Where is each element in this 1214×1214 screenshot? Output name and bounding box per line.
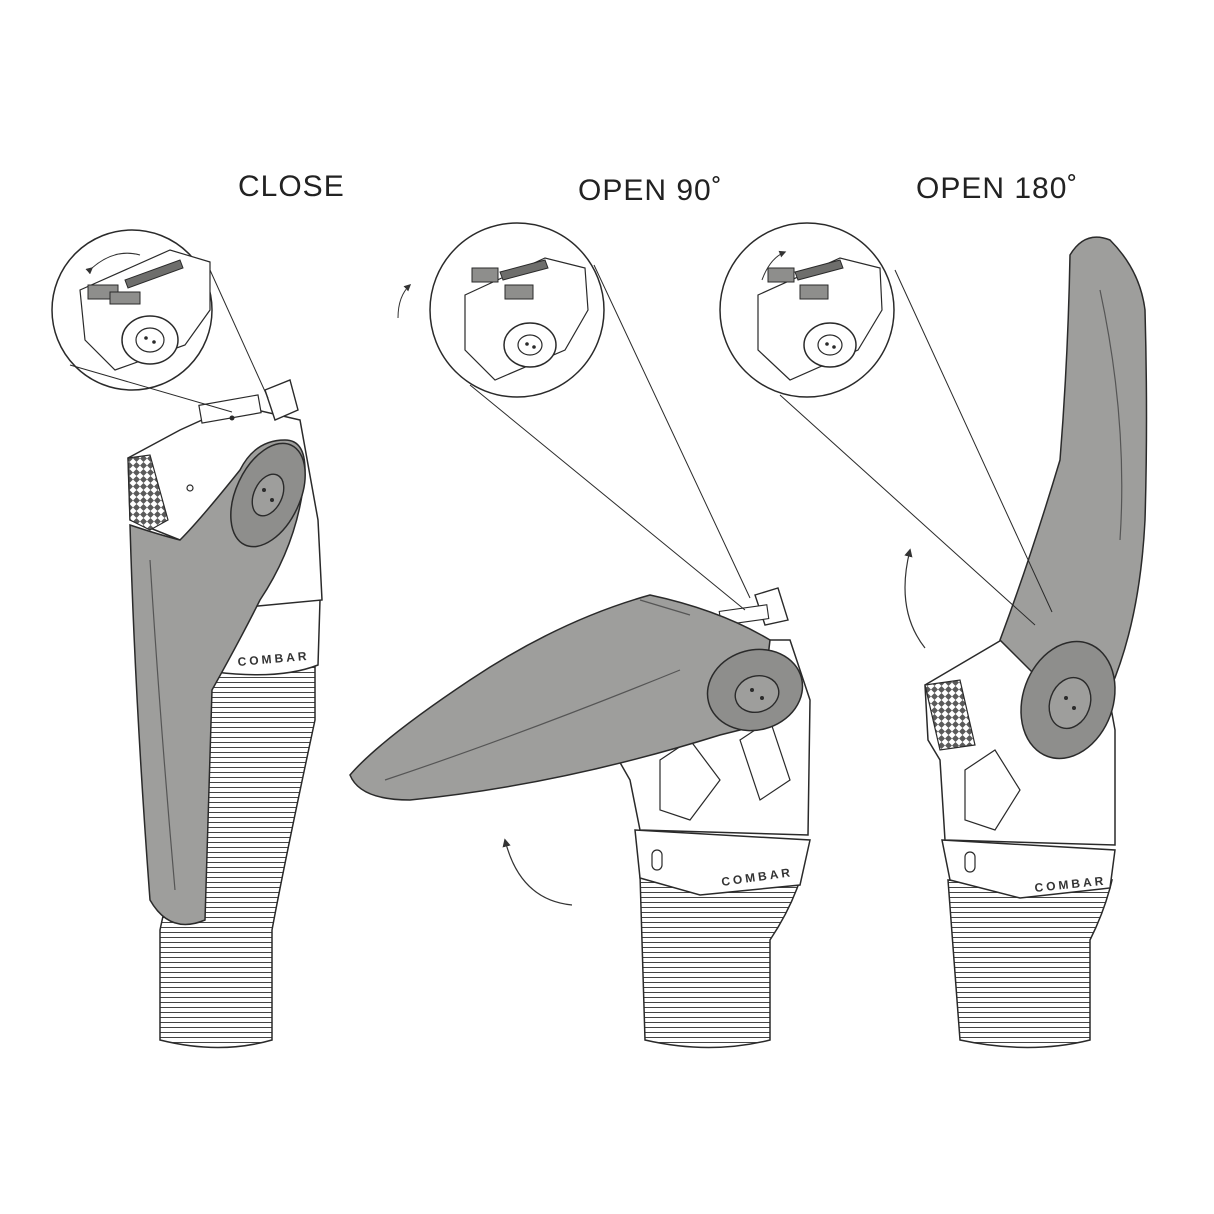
thumb-pad: [924, 679, 976, 751]
blade-open-180: [999, 236, 1148, 747]
blade-open-90: [349, 594, 771, 801]
tool-closed: COMBAR: [51, 229, 323, 1049]
lock-tab: [264, 379, 299, 421]
brand-label-close: COMBAR: [237, 649, 310, 669]
collar: [634, 829, 811, 896]
thumb-pad: [127, 454, 169, 531]
threaded-handle: [639, 874, 802, 1049]
tool-open-90: COMBAR: [349, 222, 811, 1049]
state-title-close: CLOSE: [238, 170, 345, 203]
threaded-handle: [947, 879, 1113, 1049]
collar: [941, 839, 1116, 899]
blade-closed: [129, 439, 306, 926]
state-title-open-90: OPEN 90˚: [578, 174, 723, 207]
tool-open-180: COMBAR: [719, 222, 1148, 1049]
state-title-open-180: OPEN 180˚: [916, 172, 1079, 205]
